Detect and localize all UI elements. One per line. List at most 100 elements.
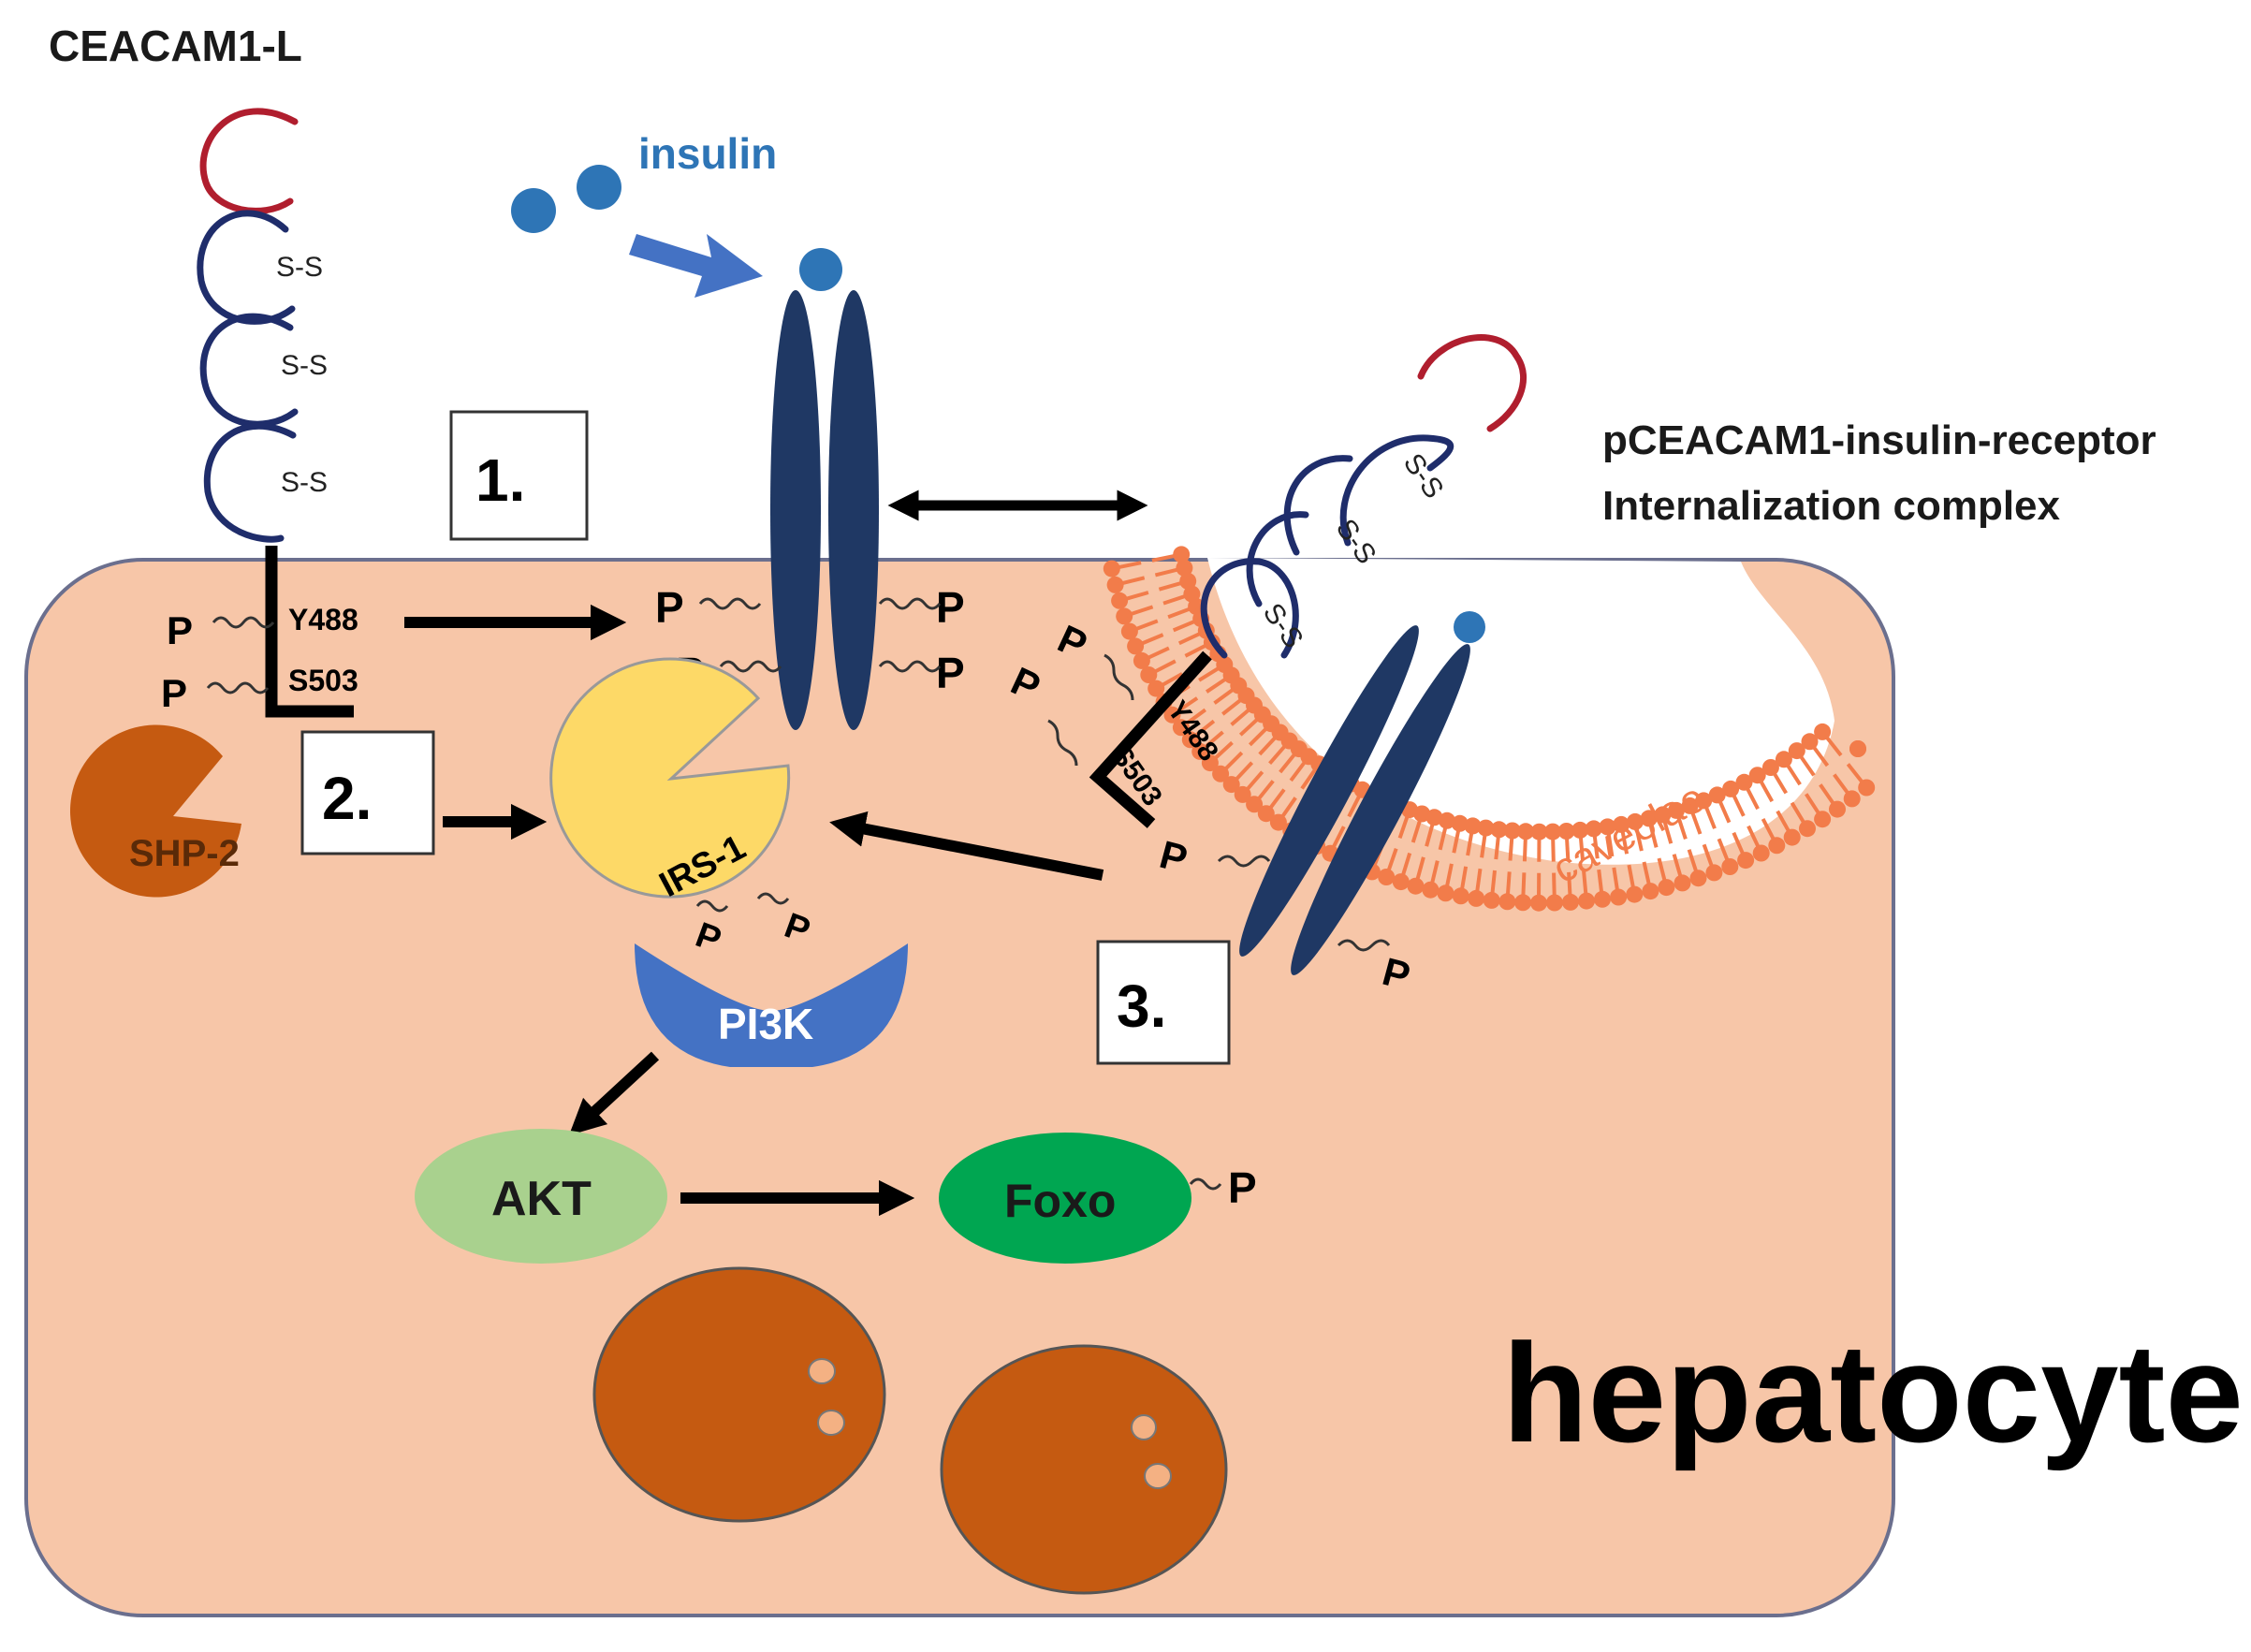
ceacam1-l-label: CEACAM1-L [49,22,302,70]
nucleolus [808,1358,836,1384]
shp2-enzyme [69,724,241,898]
lipid-tail [1729,788,1746,817]
ir-phospho-link-1 [698,597,762,610]
lipid-tail [1742,781,1760,811]
arrow-complex-to-irs1 [829,811,1104,881]
step-1-label: 1. [475,446,525,514]
lipid-tail [1646,817,1659,848]
pceacam1-n-domain [1417,334,1527,432]
pceacam1-phospho-link-1 [1104,653,1134,701]
lipid-tail [1258,731,1282,756]
lipid-tail [1219,751,1244,776]
lipid-tail [1567,871,1572,903]
step-3-label: 3. [1117,972,1166,1040]
lipid-tail [1279,747,1301,774]
lipid-tail [1717,838,1732,868]
insulin-molecule-2 [577,165,621,210]
lipid-tail [1411,812,1425,843]
phospho-p-s503: P [161,671,187,715]
lipid-tail [1790,801,1809,830]
lipid-tail [1715,794,1732,824]
lipid-tail [1474,868,1483,899]
nucleolus [817,1410,845,1436]
ceacam1-ig-domain-1 [197,210,296,325]
lipid-tail [1171,696,1199,717]
lipid-tail [1627,864,1637,895]
lipid-tail [1123,605,1154,619]
lipid-tail [1328,826,1346,855]
lipid-tail [1657,857,1669,888]
lipid-tail [1702,843,1717,874]
nucleus-left [592,1266,886,1523]
lipid-tail [1591,828,1600,859]
lipid-tail [1198,730,1224,753]
lipid-tail [1118,591,1149,603]
lipid-tail [1755,774,1775,803]
lipid-tail [1452,823,1462,854]
lipid-tail [1268,739,1292,766]
lipid-tail [1480,827,1488,858]
pi3k-enzyme [635,943,908,1067]
ceacam1-n-domain [199,108,299,214]
lipid-tail [1158,578,1189,592]
lipid-tail [1347,788,1365,818]
step-3-box: 3. [1096,940,1231,1065]
insulin-receptor-subunit-right [828,290,879,730]
lipid-tail [1147,659,1177,677]
ir-phospho-p-2: P [936,583,965,632]
akt-kinase [415,1129,667,1264]
lipid-tail [1198,663,1226,682]
lipid-tail [1672,854,1685,884]
lipid-tail [1248,722,1273,747]
step-2-box: 2. [300,730,435,855]
pi3k-label: PI3K [718,1000,813,1048]
lipid-tail [1172,617,1202,633]
irs1-phospho-link-1 [695,899,729,913]
lipid-tail [1564,830,1571,862]
insulin-bound [799,248,842,291]
lipid-tail [1551,831,1556,862]
lipid-tail [1213,683,1240,705]
internalized-insulin [1454,611,1485,643]
lipid-tail [1642,861,1653,892]
y488-label: Y488 [288,603,358,636]
lipid-tail [1397,809,1411,840]
lipid-tail [1702,799,1717,829]
lipid-tail [1688,805,1703,835]
lipid-tail [1582,870,1588,901]
phospho-p-y488: P [167,608,193,652]
ir-phospho-p-1: P [655,583,684,632]
lipid-tail [1820,730,1843,757]
arrow-pi3k-to-akt [568,1051,660,1136]
lipid-tail [1807,740,1830,768]
lipid-tail [1795,749,1816,777]
lipid-tail [1425,816,1437,847]
lipid-tail [1522,831,1528,862]
lipid-tail [1660,813,1674,844]
lipid-tail [1633,821,1644,852]
complex-label-line1: pCEACAM1-insulin-receptor [1602,417,2156,463]
lipid-tail [1189,719,1216,741]
lipid-tail [1398,852,1412,883]
complex-label-line2: Internalization complex [1602,483,2061,529]
lipid-tail [1466,826,1475,856]
foxo-transcription-factor [939,1133,1191,1264]
lipid-head [1849,740,1866,757]
foxo-phospho-p: P [1228,1163,1257,1212]
lipid-tail [1252,780,1275,806]
lipid-tail [1134,633,1164,649]
s503-label: S503 [288,664,358,697]
ceacam1-l-receptor [197,108,299,543]
ceacam1-ss-label-2: S-S [281,350,328,381]
lipid-tail [1230,761,1254,786]
ir-phospho-link-4 [878,660,942,673]
lipid-tail [1111,561,1142,571]
ceacam1-cytoplasmic-tail [265,546,354,718]
lipid-tail [1162,592,1193,606]
lipid-tail [1241,770,1264,797]
lipid-tail [1167,605,1197,620]
nucleolus [1131,1414,1157,1440]
lipid-tail [1438,820,1449,851]
akt-label: AKT [491,1172,592,1226]
